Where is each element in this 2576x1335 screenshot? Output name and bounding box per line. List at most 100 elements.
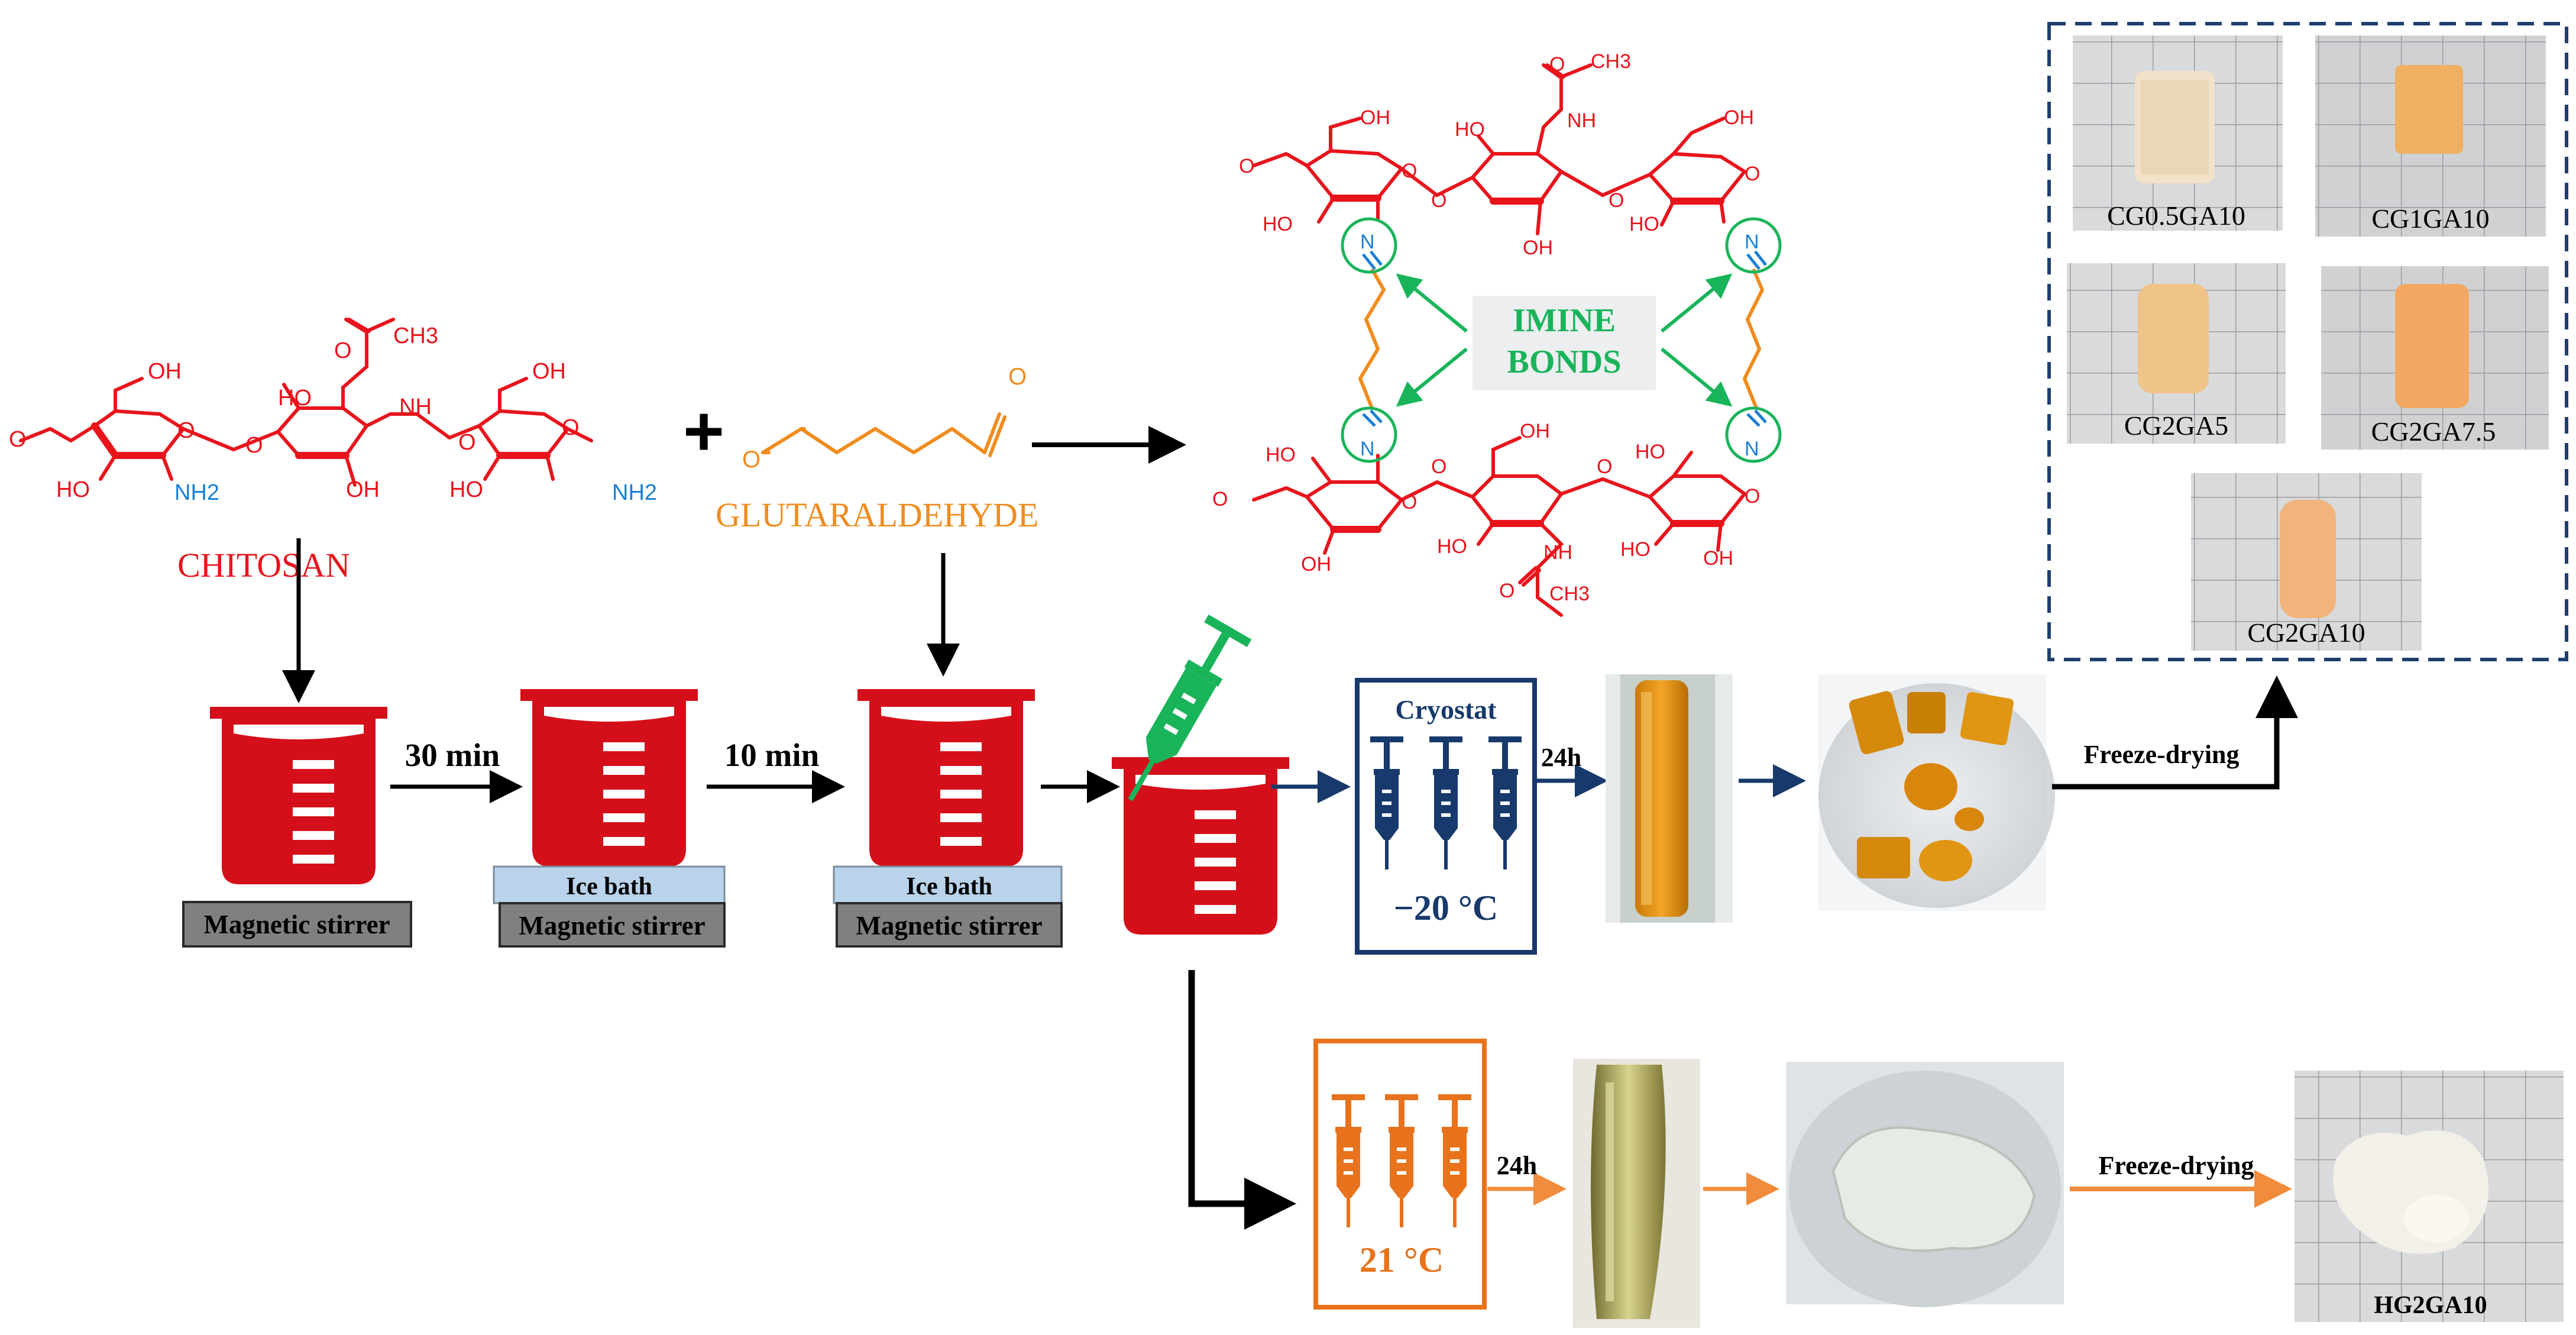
imine-n-4: N [1745, 438, 1759, 460]
network-o-7: O [1212, 488, 1228, 510]
sample-label-4: CG2GA7.5 [2371, 416, 2496, 447]
imine-n-1: N [1360, 231, 1375, 253]
network-ch3-label-1: CH3 [1591, 50, 1631, 73]
chitosan-nh: NH [399, 395, 432, 419]
chitosan-label: CHITOSAN [177, 546, 350, 584]
glutaraldehyde-label: GLUTARALDEHYDE [716, 496, 1038, 534]
network-ho-4: HO [1266, 444, 1296, 466]
chitosan-oh-3: OH [532, 359, 566, 384]
ice-bath-1 [493, 865, 726, 904]
network-o-9: O [1431, 455, 1446, 478]
cryostat-label: Cryostat [1395, 694, 1497, 725]
network-oh-5: OH [1520, 420, 1550, 442]
sample-label-5: CG2GA10 [2247, 618, 2365, 648]
magnetic-stirrer-label-2: Magnetic stirrer [519, 911, 705, 940]
imine-bonds-label-2: BONDS [1507, 344, 1622, 380]
beaker-1 [210, 707, 387, 884]
incubation-cryo: 24h [1541, 743, 1581, 772]
magnetic-stirrer-3 [836, 902, 1063, 948]
glutaraldehyde-o-1: O [742, 447, 760, 473]
incubation-room: 24h [1497, 1151, 1537, 1180]
chitosan-oh-1: OH [148, 359, 182, 384]
hydrogel-sample-photo [2295, 1071, 2564, 1322]
ice-bath-2 [833, 865, 1063, 904]
chitosan-o-carbonyl: O [334, 338, 352, 363]
chitosan-structure [19, 318, 593, 487]
network-ho-5: HO [1437, 535, 1467, 558]
network-oh-6: OH [1703, 547, 1733, 570]
imine-bonds-label-1: IMINE [1513, 302, 1616, 339]
sample-photo-2 [2315, 35, 2546, 237]
network-o-10: O [1499, 580, 1514, 602]
freeze-drying-label-room: Freeze-drying [2098, 1151, 2254, 1180]
beaker-2 [520, 689, 698, 867]
network-o-3: O [1431, 189, 1446, 212]
network-o-6: O [1745, 163, 1760, 185]
chitosan-labels: O OH O HO O HO OH NH O CH3 O OH O HO [9, 324, 580, 502]
time-30min: 30 min [405, 737, 500, 773]
network-o-5: O [1609, 189, 1624, 212]
glutaraldehyde-bridges [1358, 268, 1765, 409]
sample-photo-1 [2073, 35, 2283, 231]
cryogel-tube-photo [1606, 674, 1733, 923]
glutaraldehyde-o-2: O [1008, 364, 1027, 390]
cryogel-pieces-photo [1818, 674, 2055, 911]
sample-photo-3 [2067, 263, 2286, 444]
chitosan-ho-3: HO [449, 477, 483, 502]
network-o-11: O [1597, 455, 1612, 478]
network-labels: O OH O HO O HO NH O CH3 CH3 OH O OH O HO… [1212, 50, 1760, 605]
network-ho-7: HO [1620, 538, 1651, 561]
hydrogel-dish-photo [1786, 1062, 2064, 1307]
chitosan-ch3: CH3 [393, 324, 438, 348]
network-nh-2: NH [1543, 541, 1572, 564]
arrow-to-room-temp [1188, 970, 1296, 1230]
network-oh-4: OH [1301, 553, 1331, 576]
chitosan-oh-2: OH [346, 477, 380, 502]
plus-sign: + [683, 392, 724, 471]
feed-arrows [282, 538, 960, 703]
network-oh-2: OH [1523, 237, 1553, 259]
chitosan-o-link1: O [245, 433, 263, 458]
magnetic-stirrer-2 [499, 902, 726, 948]
beaker-3 [857, 689, 1035, 867]
sample-label-1: CG0.5GA10 [2107, 201, 2245, 231]
freeze-drying-label-cryo: Freeze-drying [2083, 740, 2239, 769]
glutaraldehyde-labels: O O [742, 364, 1027, 473]
network-o-1: O [1239, 155, 1254, 177]
time-10min: 10 min [724, 737, 819, 773]
chitosan-o-ring3: O [562, 415, 580, 440]
network-oh-1: OH [1360, 106, 1390, 129]
hydrogel-tube-photo [1573, 1059, 1700, 1328]
sample-photo-4 [2321, 266, 2549, 450]
chitosan-nh2-1: NH2 [174, 480, 219, 505]
network-o-8: O [1402, 491, 1417, 513]
imine-markers [1341, 217, 1782, 463]
imine-bonds-box [1473, 296, 1656, 390]
ice-bath-label-2: Ice bath [906, 873, 992, 900]
chitosan-o-ring1: O [177, 418, 195, 443]
imine-n-2: N [1745, 231, 1759, 253]
magnetic-stirrer-label-1: Magnetic stirrer [203, 910, 390, 939]
network-o-2: O [1402, 160, 1417, 182]
hydrogel-sample-label: HG2GA10 [2374, 1292, 2487, 1319]
network-nh-1: NH [1567, 109, 1596, 132]
glutaraldehyde-structure [761, 412, 1007, 457]
room-temperature: 21 °C [1360, 1240, 1444, 1279]
chitosan-amines: NH2 NH2 [174, 480, 657, 505]
imine-n-labels: N N N N [1360, 231, 1759, 460]
network-ho-6: HO [1635, 441, 1665, 463]
freeze-drying-arrow-cryo [2052, 675, 2298, 790]
network-ho-1: HO [1263, 213, 1293, 235]
chitosan-o-methoxy: O [9, 427, 27, 452]
imine-n-3: N [1360, 438, 1375, 460]
network-ho-2: HO [1455, 118, 1485, 141]
network-oh-3: OH [1724, 106, 1754, 129]
chitosan-ho-2: HO [278, 386, 312, 410]
network-ch3-label-2: CH3 [1549, 583, 1590, 605]
sample-label-3: CG2GA5 [2124, 410, 2228, 441]
chitosan-ho-1: HO [56, 477, 90, 502]
imine-arrows [1396, 273, 1733, 407]
network-o-12: O [1745, 485, 1760, 508]
sample-label-2: CG1GA10 [2371, 203, 2489, 234]
network-o-4: O [1549, 53, 1565, 76]
